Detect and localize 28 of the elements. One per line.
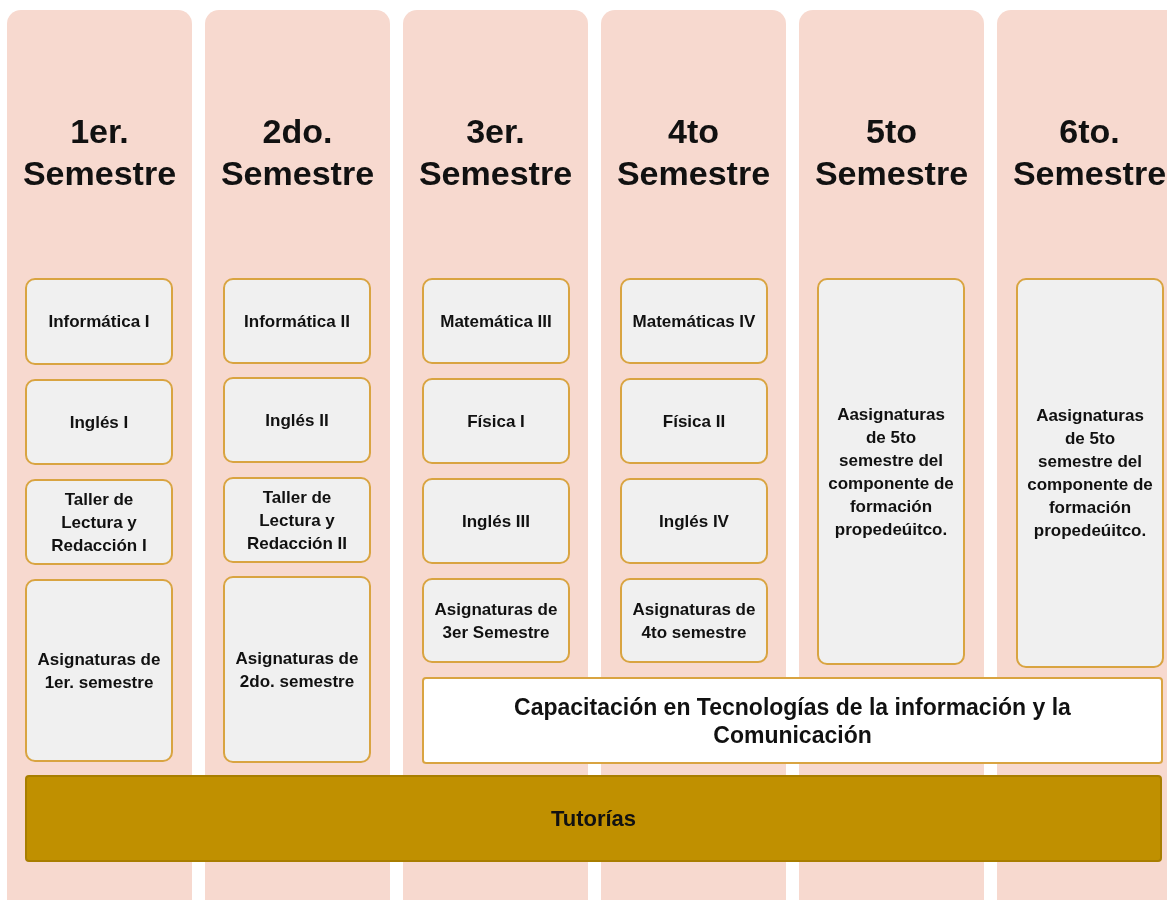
subject-box: Física I (422, 378, 570, 464)
column-heading: 5to Semestre (813, 111, 970, 194)
column-heading: 3er. Semestre (417, 111, 574, 194)
subject-box: Física II (620, 378, 768, 464)
subject-box: Asignaturas de 3er Semestre (422, 578, 570, 663)
subject-box: Inglés II (223, 377, 371, 463)
subject-box: Taller de Lectura y Redacción II (223, 477, 371, 563)
subject-box: Asignaturas de 4to semestre (620, 578, 768, 663)
subject-box: Matemática III (422, 278, 570, 364)
subject-box: Matemáticas IV (620, 278, 768, 364)
subject-box: Informática I (25, 278, 173, 365)
column-heading: 6to. Semestre (1011, 111, 1167, 194)
subject-box: Inglés IV (620, 478, 768, 564)
subject-box: Inglés I (25, 379, 173, 465)
column-heading: 2do. Semestre (219, 111, 376, 194)
subject-box: Taller de Lectura y Redacción I (25, 479, 173, 565)
subject-box: Inglés III (422, 478, 570, 564)
column-heading: 1er. Semestre (21, 111, 178, 194)
subject-box: Asignaturas de 2do. semestre (223, 576, 371, 763)
tutoring-bar: Tutorías (25, 775, 1162, 862)
subject-box: Aasignaturas de 5to semestre del componente de formación propedeúitco. (817, 278, 965, 665)
subject-box: Asignaturas de 1er. semestre (25, 579, 173, 762)
training-box: Capacitación en Tecnologías de la información y la Comunicación (422, 677, 1163, 764)
semester-column (205, 10, 390, 900)
subject-box: Aasignaturas de 5to semestre del componente de formación propedeúitco. (1016, 278, 1164, 668)
column-heading: 4to Semestre (615, 111, 772, 194)
subject-box: Informática II (223, 278, 371, 364)
semester-column (7, 10, 192, 900)
